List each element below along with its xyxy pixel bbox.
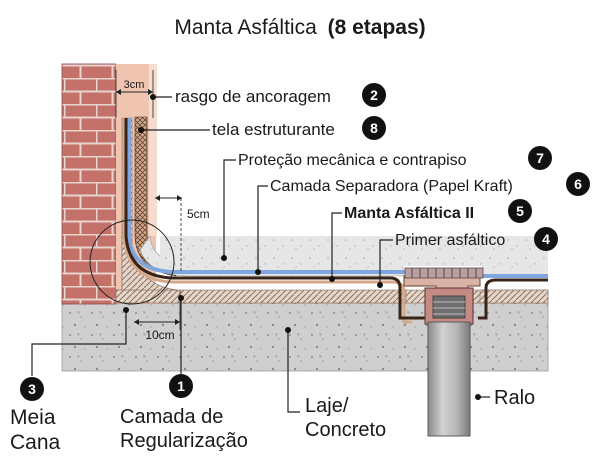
asphalt-membrane-right (478, 278, 548, 320)
dim-10cm-label: 10cm (145, 328, 174, 342)
contrapiso-main (160, 236, 548, 266)
badge-tela: 8 (362, 116, 386, 140)
badge-rasgo-number: 2 (370, 87, 378, 103)
leader-protecao (223, 159, 236, 258)
leader-dots (123, 94, 481, 400)
drain-strainer-lines (433, 301, 465, 315)
leader-laje (287, 330, 300, 413)
badge-separadora: 6 (566, 172, 590, 196)
dim-5cm: 5cm (155, 195, 210, 272)
badge-rasgo: 2 (362, 83, 386, 107)
label-laje-line2: Concreto (305, 419, 386, 441)
badge-manta: 5 (508, 199, 532, 223)
dim-3cm-label: 3cm (124, 79, 145, 91)
badge-meia-cana: 3 (20, 377, 44, 401)
kraft-separator (127, 118, 406, 274)
label-regularizacao-line1: Camada de (120, 406, 223, 428)
label-ralo: Ralo (494, 387, 535, 409)
dim-5cm-label: 5cm (187, 207, 210, 221)
badge-protecao: 7 (528, 146, 552, 170)
label-laje-line1: Laje/ (305, 395, 349, 417)
leader-manta (331, 212, 342, 279)
badge-primer-number: 4 (542, 231, 550, 247)
badge-protecao-number: 7 (536, 150, 544, 166)
label-rasgo: rasgo de ancoragem (175, 87, 331, 106)
leader-lines (31, 96, 490, 413)
badge-meia-cana-number: 3 (28, 381, 36, 397)
title-highlight: (8 etapas) (328, 16, 426, 39)
label-primer: Primer asfáltico (395, 232, 505, 249)
label-protecao: Proteção mecânica e contrapiso (238, 152, 467, 169)
wall-plaster-outer (149, 64, 157, 236)
badge-separadora-number: 6 (574, 176, 582, 192)
label-regularizacao-line2: Regularização (120, 430, 248, 452)
regularization-bottom-right (479, 289, 549, 304)
diagram-title: Manta Asfáltica (8 etapas) (174, 16, 425, 39)
leader-meia-cana (31, 310, 127, 376)
label-tela: tela estruturante (212, 120, 335, 139)
badge-primer: 4 (534, 227, 558, 251)
drain-pipe (427, 321, 471, 437)
detail-circle (89, 219, 175, 305)
drain-strainer (432, 295, 466, 319)
regularization-bottom (115, 289, 407, 304)
asphalt-primer (122, 118, 412, 324)
label-separadora: Camada Separadora (Papel Kraft) (270, 178, 513, 195)
drain-grate-slots (411, 268, 477, 278)
label-meia-cana-line2: Cana (10, 431, 61, 454)
leader-primer (379, 239, 393, 285)
label-meia-cana-line1: Meia (10, 406, 56, 429)
badge-regularizacao-number: 1 (177, 378, 185, 394)
label-manta: Manta Asfáltica II (344, 205, 474, 222)
asphalt-membrane (124, 118, 426, 320)
leader-separadora (257, 185, 268, 272)
badge-regularizacao: 1 (169, 374, 193, 398)
title-main: Manta Asfáltica (174, 16, 317, 39)
badge-manta-number: 5 (516, 203, 524, 219)
concrete-slab (61, 302, 549, 372)
badge-tela-number: 8 (370, 120, 378, 136)
brick-wall (61, 63, 117, 305)
